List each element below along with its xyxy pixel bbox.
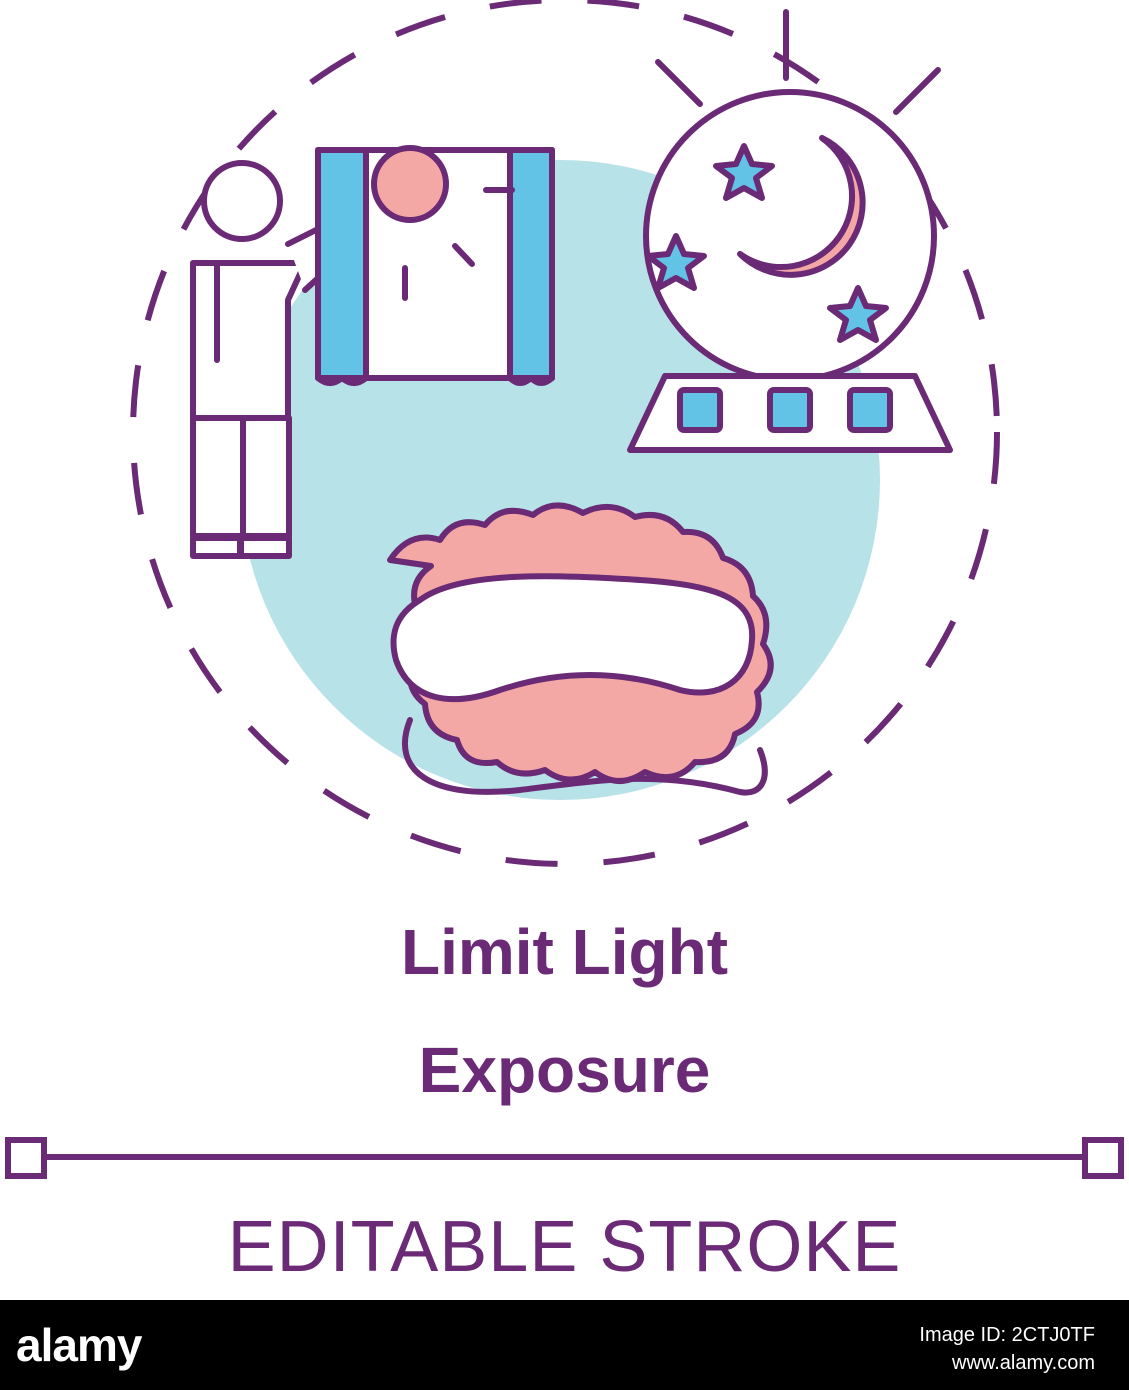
footer-bar [0, 1300, 1129, 1390]
title-line-2: Exposure [418, 1034, 711, 1106]
footer-logo: alamy [16, 1319, 142, 1371]
person-icon [190, 160, 367, 559]
image-id: Image ID: 2CTJ0TF [919, 1324, 1095, 1346]
editable-stroke-line [5, 1137, 1124, 1179]
subtitle: EDITABLE STROKE [227, 1207, 902, 1287]
footer-url[interactable]: www.alamy.com [952, 1352, 1095, 1374]
star-icon [645, 143, 889, 343]
snow-globe-night-light-icon [627, 9, 953, 453]
title-line-1: Limit Light [400, 916, 729, 988]
sun-icon [371, 145, 515, 301]
sleep-mask-icon [387, 502, 774, 796]
moon-icon [737, 135, 866, 278]
window-curtain-icon [315, 147, 555, 386]
dashed-ring [130, 0, 1000, 867]
concept-illustration [5, 0, 1124, 1179]
